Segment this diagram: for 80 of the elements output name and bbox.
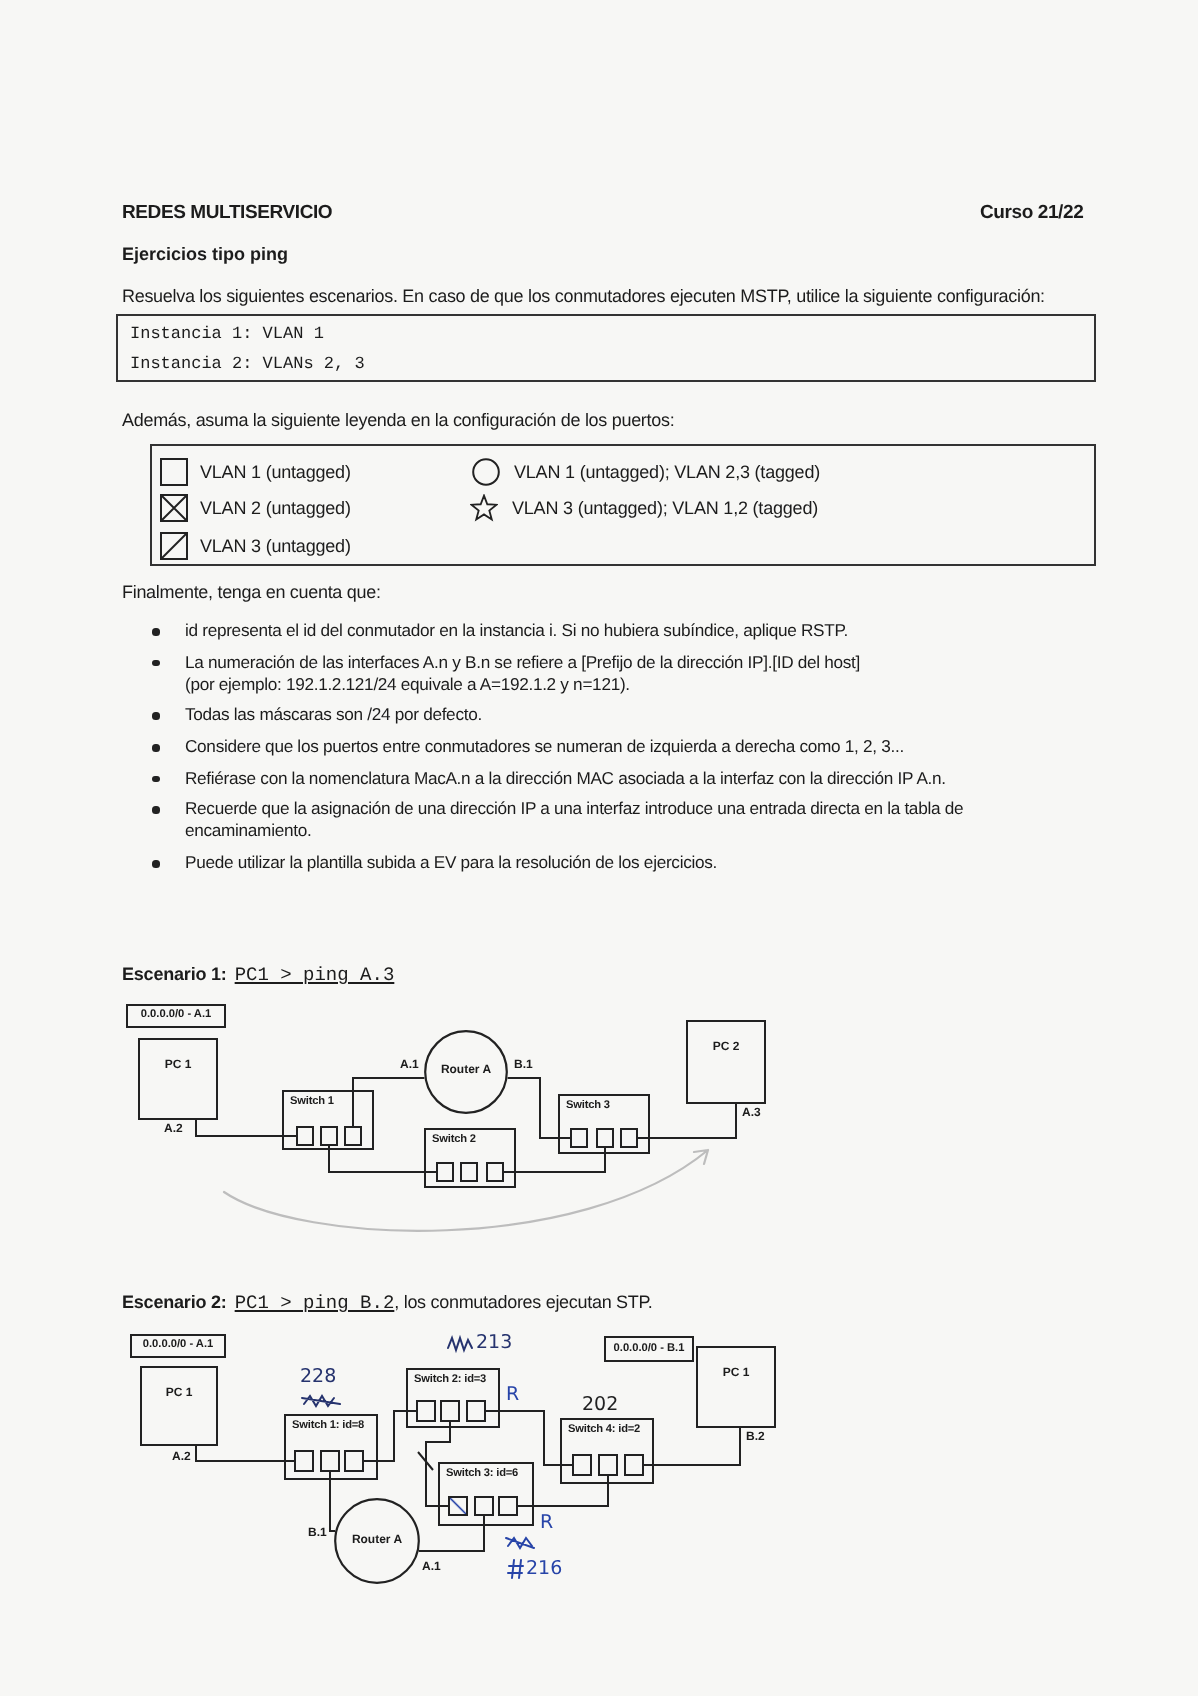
legend-text: VLAN 2 (untagged) [200,496,351,522]
route-entry-box [130,1334,226,1358]
computer-box [138,1038,218,1120]
port-square [466,1400,486,1422]
switch-box [284,1414,378,1480]
computer-box [696,1346,776,1428]
section-heading: Ejercicios tipo ping [122,242,289,266]
computer-box [140,1366,218,1446]
course-year: Curso 21/22 [980,202,1084,226]
switch-box [438,1462,534,1526]
port-square [320,1126,338,1146]
command-text: PC1 > ping A.3 [234,964,395,986]
cable-line [637,1103,737,1139]
port-square [498,1496,518,1516]
switch-box [282,1090,374,1150]
legend-text: VLAN 3 (untagged); VLAN 1,2 (tagged) [512,496,818,522]
computer-box [686,1020,766,1104]
cable-line [643,1427,741,1466]
port-square [570,1128,588,1148]
scenario-note: , los conmutadores ejecutan STP. [394,1292,653,1314]
port-square [440,1400,460,1422]
port-square [620,1128,638,1148]
port-square [416,1400,436,1422]
cable-line [329,1471,337,1532]
cable-line [328,1145,437,1173]
legend-text: VLAN 1 (untagged); VLAN 2,3 (tagged) [514,460,820,486]
bullet-text: Recuerde que la asignación de una dirección IP a una interfaz introduce una entrada directa en la tabla de encaminamiento. [185,798,966,843]
cable-line [417,1421,451,1507]
course-title: REDES MULTISERVICIO [122,202,333,226]
port-square [436,1162,454,1182]
port-square [460,1162,478,1182]
cable-line [506,1077,571,1139]
route-entry-box [126,1004,226,1028]
port-square [486,1162,504,1182]
bullet-text: Refiérase con la nomenclatura MacA.n a la dirección MAC asociada a la interfaz con la dirección IP A.n. [185,767,946,790]
cable-line [485,1410,573,1466]
scenario-heading: Escenario 2: [122,1292,227,1312]
port-square [572,1454,592,1476]
legend-text: VLAN 1 (untagged) [200,460,351,486]
switch-box [424,1128,516,1188]
bullet-text: Considere que los puertos entre conmutadores se numeran de izquierda a derecha como 1, 2, 3... [185,736,904,759]
cable-line [503,1147,606,1173]
handwritten-note: R [540,1512,554,1534]
switch-box [406,1368,500,1428]
bullet-text: Puede utilizar la plantilla subida a EV para la resolución de los ejercicios. [185,852,717,875]
port-square [474,1496,494,1516]
config-panel [116,314,1096,382]
handwritten-note: 228 [300,1366,337,1388]
switch-box [560,1418,654,1484]
marked-port-square [448,1496,468,1516]
handwritten-note: 216 [526,1558,563,1580]
handwritten-note: R [506,1384,520,1406]
cable-line [363,1410,417,1462]
command-text: PC1 > ping B.2 [234,1292,395,1314]
port-square [320,1450,340,1472]
scenario-heading: Escenario 1: [122,964,227,984]
cable-line [195,1119,297,1137]
port-square [598,1454,618,1476]
config-line: Instancia 1: VLAN 1 [130,322,324,348]
instruction-text: Finalmente, tenga en cuenta que: [122,582,381,604]
port-square [624,1454,644,1476]
bullet-text: La numeración de las interfaces A.n y B.n se refiere a [Prefijo de la dirección IP].[ID del host] (por ejemplo: 192.1.2.121/24 equivale a A=192.1.2 y n=121). [185,651,863,696]
instruction-text: Además, asuma la siguiente leyenda en la configuración de los puertos: [122,410,675,432]
port-square [596,1128,614,1148]
route-entry-box [604,1336,694,1362]
cable-line [195,1445,295,1462]
cable-line [352,1077,426,1127]
port-square [344,1450,364,1472]
config-line: Instancia 2: VLANs 2, 3 [130,352,365,378]
port-square [296,1126,314,1146]
bullet-text: Todas las máscaras son /24 por defecto. [185,704,482,727]
cable-line [417,1515,485,1552]
port-square [344,1126,362,1146]
handwritten-note: 202 [582,1394,619,1416]
port-square [294,1450,314,1472]
legend-text: VLAN 3 (untagged) [200,534,351,560]
handwritten-note: 213 [476,1332,513,1354]
bullet-text: id representa el id del conmutador en la instancia i. Si no hubiera subíndice, aplique RSTP. [185,620,848,642]
cable-line [517,1475,609,1507]
switch-box [558,1094,650,1154]
